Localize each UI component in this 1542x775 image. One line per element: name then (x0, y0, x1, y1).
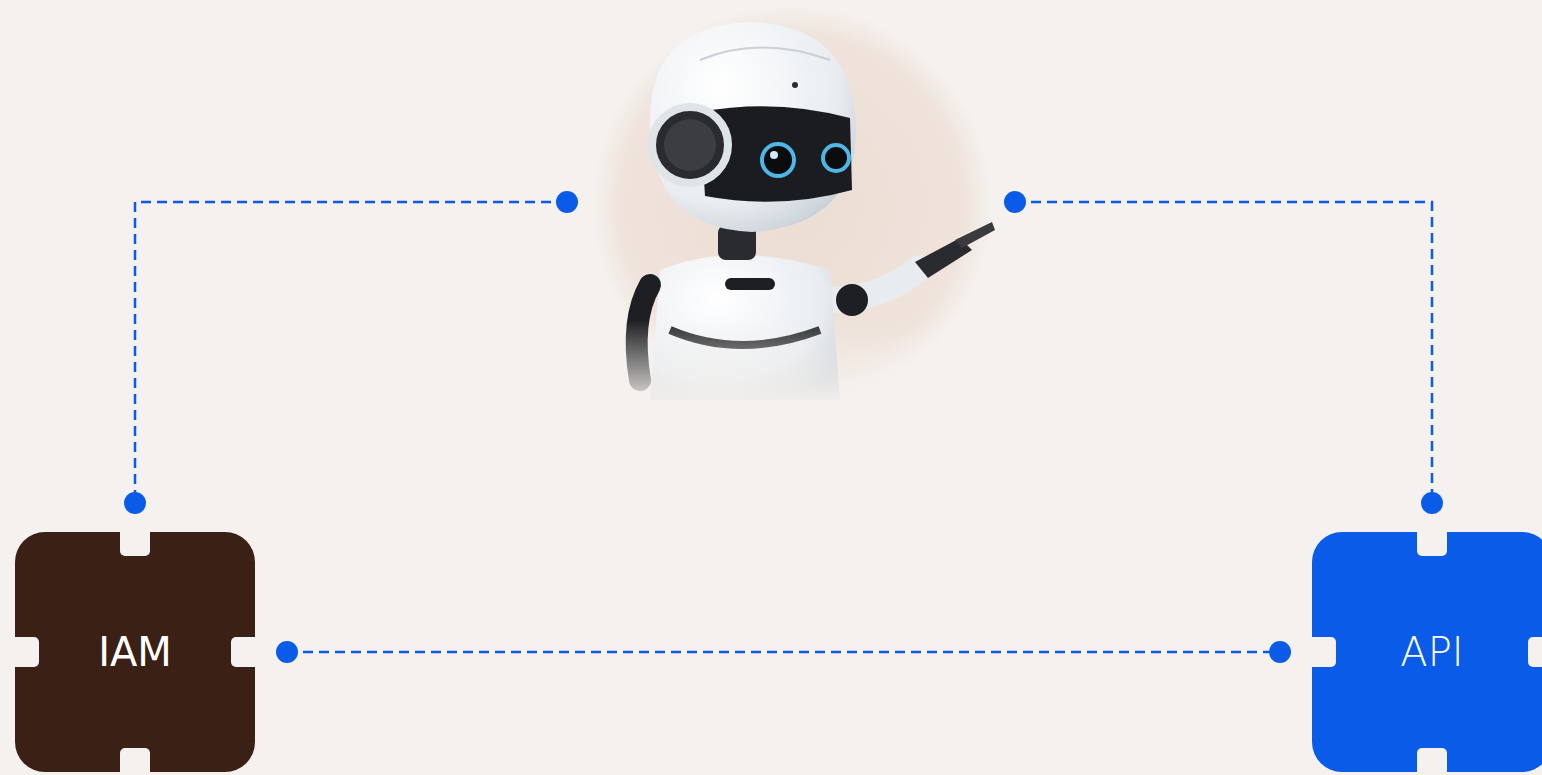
leader-line (135, 202, 567, 503)
node-label: IAM (98, 630, 172, 674)
leader-lines (135, 202, 1432, 503)
connector-dot (1269, 641, 1291, 663)
connector-line (287, 651, 1280, 654)
puzzle-node: IAM (15, 532, 255, 772)
leader-dot (1421, 492, 1443, 514)
leader-dot (556, 191, 578, 213)
leader-dot (1004, 191, 1026, 213)
node-label: API (1400, 630, 1463, 674)
puzzle-node: API (1312, 532, 1542, 772)
fade-overlay (600, 320, 1020, 410)
leader-line (1015, 202, 1432, 503)
leader-dot (124, 492, 146, 514)
connector-dot (276, 641, 298, 663)
leader-dots (124, 191, 1443, 514)
dashed-connector (276, 641, 1291, 663)
